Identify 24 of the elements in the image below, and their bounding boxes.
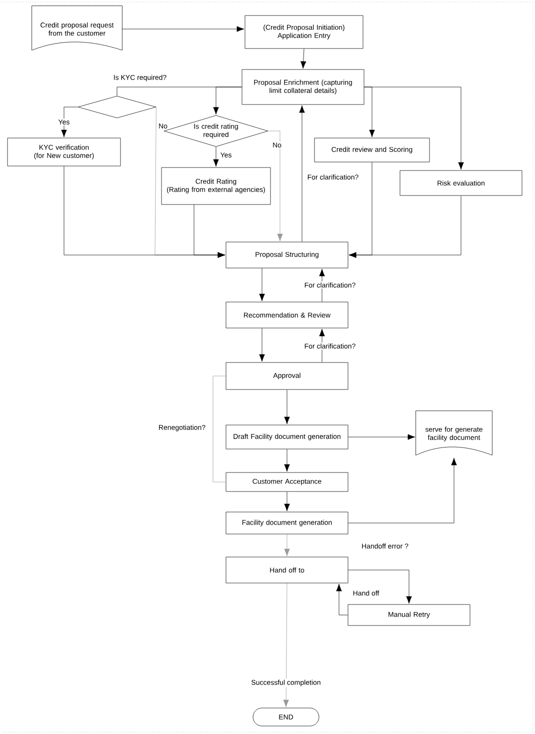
arrow [348,434,416,440]
arrow [319,268,325,302]
arrow [213,146,219,167]
arrow [213,86,242,115]
arrow [300,48,306,69]
arrow [194,204,226,258]
arrow [61,106,78,138]
decision-diamond [78,96,156,118]
arrow [259,328,265,362]
arrow [364,86,464,170]
arrow [259,268,265,302]
arrow [284,492,290,512]
arrow [122,26,244,32]
arrow [283,583,289,708]
arrow [348,196,462,258]
arrow [348,458,457,524]
arrow [336,584,348,616]
arrow [284,449,290,472]
arrow [299,105,305,242]
arrow [348,570,412,604]
arrow [268,130,283,242]
arrow [319,328,325,362]
arrow [284,390,290,424]
arrow [284,534,290,556]
